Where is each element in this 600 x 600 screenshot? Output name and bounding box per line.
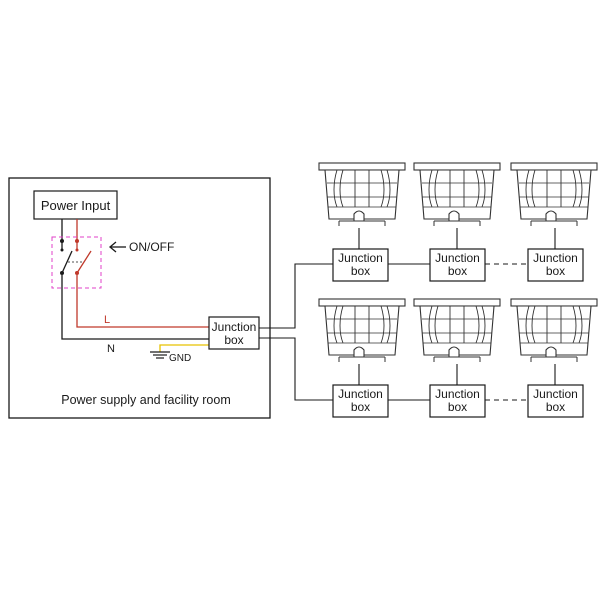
trunk-wires [259,263,333,401]
switch-label: ON/OFF [129,240,174,254]
room-junction-line1: Junction [212,320,257,334]
power-input-label: Power Input [41,198,111,213]
junction-line1: Junction [338,387,383,401]
ground-symbol-icon [150,351,170,359]
neutral-label: N [107,343,115,355]
field-junction-box: Junction box [332,384,389,418]
live-label: L [104,314,110,326]
field-junction-box: Junction box [527,248,584,282]
inground-light-fixture-icon [413,162,501,227]
junction-line2: box [351,264,370,278]
junction-line2: box [448,264,467,278]
junction-line1: Junction [533,387,578,401]
dpst-switch-icon [51,236,102,289]
junction-line2: box [546,400,565,414]
room-junction-box: Junction box [208,316,260,350]
inground-light-fixture-icon [318,298,406,363]
fixture-row-bottom: Junction box Junction box Junction box [318,298,598,418]
field-junction-box: Junction box [527,384,584,418]
room-caption: Power supply and facility room [61,393,231,407]
ground-label: GND [169,353,191,364]
junction-line2: box [546,264,565,278]
junction-line1: Junction [435,251,480,265]
inground-light-fixture-icon [318,162,406,227]
field-junction-box: Junction box [429,248,486,282]
inground-light-fixture-icon [413,298,501,363]
junction-line2: box [351,400,370,414]
junction-line1: Junction [338,251,383,265]
field-junction-box: Junction box [429,384,486,418]
field-junction-box: Junction box [332,248,389,282]
power-input-box [33,190,118,220]
fixture-row-top: Junction box Junction box Junction box [318,162,598,282]
facility-room-frame [8,177,271,419]
arrow-left-icon [108,241,126,253]
switch-outline [51,236,102,289]
junction-line1: Junction [435,387,480,401]
room-wires [61,275,210,352]
room-junction-line2: box [224,333,243,347]
inground-light-fixture-icon [510,162,598,227]
inground-light-fixture-icon [510,298,598,363]
junction-line1: Junction [533,251,578,265]
junction-line2: box [448,400,467,414]
